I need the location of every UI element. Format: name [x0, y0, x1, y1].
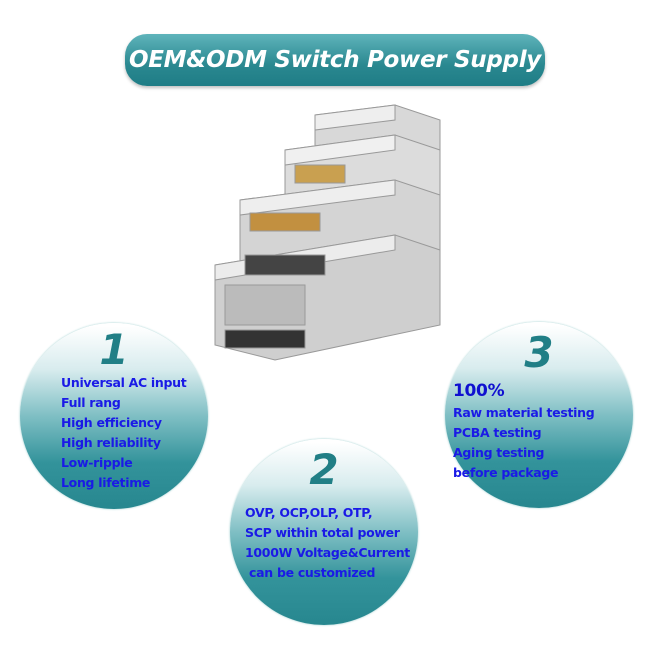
title-banner: OEM&ODM Switch Power Supply [125, 34, 545, 86]
feature-line: High efficiency [61, 415, 162, 430]
feature-line: Universal AC input [61, 375, 187, 390]
feature-line: can be customized [245, 565, 376, 580]
feature-line: High reliability [61, 435, 161, 450]
feature-line: PCBA testing [453, 425, 542, 440]
feature-bubble-1: 1 Universal AC input Full rang High effi… [20, 323, 208, 509]
title-text: OEM&ODM Switch Power Supply [129, 47, 541, 73]
feature-line: before package [453, 465, 559, 480]
feature-line: SCP within total power [245, 525, 400, 540]
feature-headline: 100% [453, 381, 505, 401]
feature-bubble-3: 3 100% Raw material testing PCBA testing… [445, 322, 633, 508]
feature-line: 1000W Voltage&Current [245, 545, 410, 560]
feature-number: 3 [524, 328, 554, 377]
feature-line: Aging testing [453, 445, 545, 460]
feature-line: Long lifetime [61, 475, 151, 490]
feature-line: Low-ripple [61, 455, 133, 470]
feature-line: Raw material testing [453, 405, 595, 420]
power-supply-product-image [214, 104, 441, 361]
feature-bubble-2: 2 OVP, OCP,OLP, OTP, SCP within total po… [230, 439, 418, 625]
feature-line: OVP, OCP,OLP, OTP, [245, 505, 373, 520]
feature-line: Full rang [61, 395, 121, 410]
feature-number: 1 [99, 325, 129, 374]
feature-number: 2 [309, 445, 339, 494]
